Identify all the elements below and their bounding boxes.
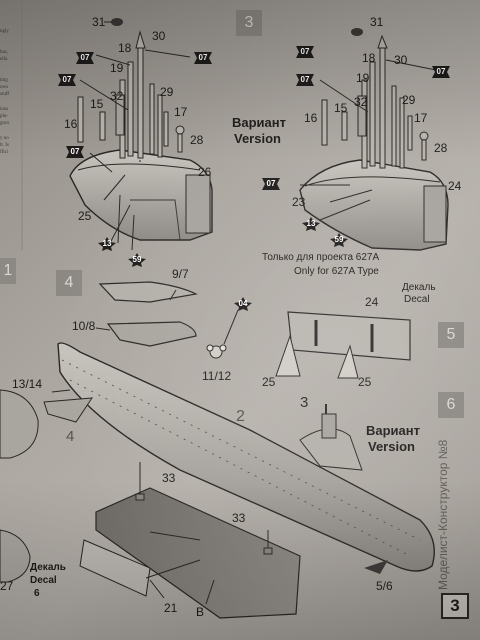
part-label: 30 xyxy=(394,53,408,67)
side-caption: Моделист-Конструктор №8 xyxy=(436,439,450,590)
part-label: 31 xyxy=(370,15,384,29)
part-label: 16 xyxy=(304,111,318,125)
part-label: 25 xyxy=(262,375,276,389)
paint-badge: 59 xyxy=(126,252,148,268)
decal-label-en-2: Decal xyxy=(30,575,57,586)
part-label: 25 xyxy=(358,375,372,389)
decal-label-ru: Декаль xyxy=(402,282,436,293)
paint-badge: 07 xyxy=(260,176,282,192)
project-note-ru: Только для проекта 627A xyxy=(262,252,380,263)
part-label: 19 xyxy=(110,61,124,75)
part-label: 3 xyxy=(300,394,309,411)
decal-part-6: 6 xyxy=(34,588,40,599)
part-label: 17 xyxy=(174,105,188,119)
part-label: 33 xyxy=(232,511,246,525)
part-label: 27 xyxy=(0,579,14,593)
paint-badge: 59 xyxy=(328,232,350,248)
part-label: 13/14 xyxy=(12,377,43,391)
page-number: 3 xyxy=(441,593,469,619)
part-label: 11/12 xyxy=(202,369,232,383)
part-label: 18 xyxy=(362,51,376,65)
paint-badge: 07 xyxy=(430,64,452,80)
sail-assembly-right xyxy=(299,28,449,251)
part-label: 29 xyxy=(402,93,416,107)
part-24-label: 24 xyxy=(365,295,379,309)
part-label: 18 xyxy=(118,41,132,55)
part-label: 4 xyxy=(66,428,75,445)
paint-badge: 07 xyxy=(74,50,96,66)
decal-label-en: Decal xyxy=(404,294,430,305)
paint-badge: 07 xyxy=(294,72,316,88)
part-label: 28 xyxy=(434,141,448,155)
step-5-box: 5 xyxy=(438,322,464,348)
part-label: 29 xyxy=(160,85,174,99)
part-label: 33 xyxy=(162,471,176,485)
paint-badge: 07 xyxy=(294,44,316,60)
part-label: 9/7 xyxy=(172,267,189,281)
part-label: 17 xyxy=(414,111,428,125)
decal-label-ru-2: Декаль xyxy=(30,562,66,573)
part-label: 32 xyxy=(354,95,368,109)
version-label: Version xyxy=(234,131,281,146)
part-label: 26 xyxy=(198,165,212,179)
stand-with-decal xyxy=(275,311,411,379)
part-label: 28 xyxy=(190,133,204,147)
paint-badge: 13 xyxy=(300,216,322,232)
part-label: 15 xyxy=(90,97,104,111)
paint-badge: 07 xyxy=(192,50,214,66)
part-label: 21 xyxy=(164,601,178,615)
hull-assembly xyxy=(0,342,435,619)
paint-badge: 07 xyxy=(64,144,86,160)
part-label: 2 xyxy=(236,408,245,425)
paint-badge: 07 xyxy=(56,72,78,88)
part-label: 15 xyxy=(334,101,348,115)
rudder-parts xyxy=(95,281,239,359)
step-6-box: 6 xyxy=(438,392,464,418)
part-label: 16 xyxy=(64,117,78,131)
variant-label: Вариант xyxy=(232,115,286,130)
part-label: 30 xyxy=(152,29,166,43)
part-label: 5/6 xyxy=(376,579,393,593)
project-note-en: Only for 627A Type xyxy=(294,266,379,277)
paint-badge: 13 xyxy=(96,236,118,252)
part-label: 24 xyxy=(448,179,462,193)
step-3-box: 3 xyxy=(236,10,262,36)
version-label-2: Version xyxy=(368,439,415,454)
part-label: 31 xyxy=(92,15,106,29)
part-label: 19 xyxy=(356,71,370,85)
part-label: 23 xyxy=(292,195,306,209)
part-label: B xyxy=(196,605,205,619)
step-4-box: 4 xyxy=(56,270,82,296)
variant-label-2: Вариант xyxy=(366,423,420,438)
sail-assembly-left xyxy=(69,18,213,251)
paint-badge: 04 xyxy=(232,296,254,312)
part-label: 32 xyxy=(110,89,124,103)
step-1-box-partial: 1 xyxy=(0,258,16,284)
left-margin-text: ngly bac, ella ting ows stuff ious plu- … xyxy=(0,29,10,155)
part-label: 25 xyxy=(78,209,92,223)
part-label: 10/8 xyxy=(72,319,96,333)
